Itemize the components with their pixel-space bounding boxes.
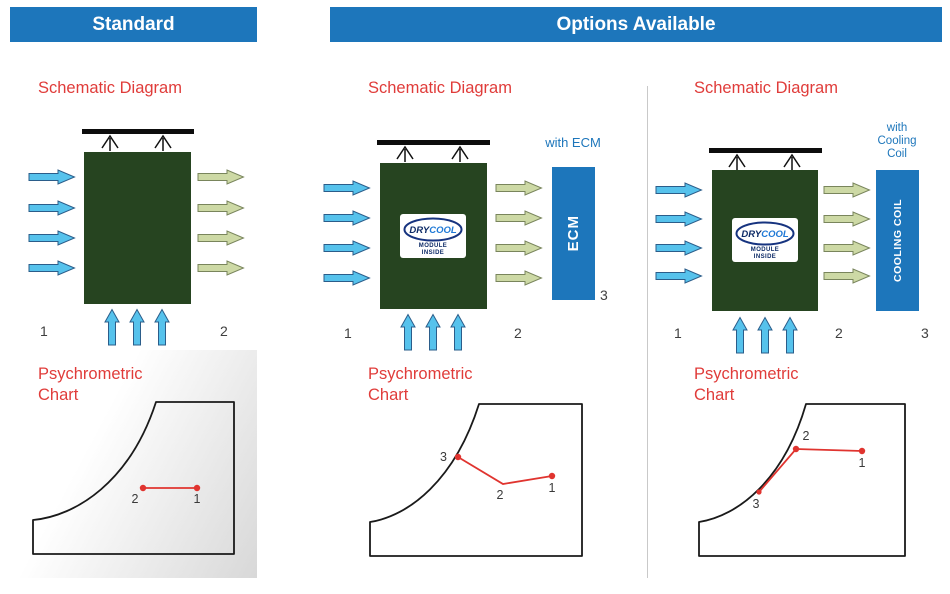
chart-point-label: 1 bbox=[859, 456, 866, 470]
outlet-arrow bbox=[197, 169, 245, 185]
chart-point-label: 2 bbox=[132, 492, 139, 506]
ecm-unit-label: ECM bbox=[565, 215, 582, 252]
bottom-inlet-arrow bbox=[425, 313, 441, 351]
psychrometric-chart: 2 1 bbox=[32, 401, 235, 555]
point-label-inlet: 1 bbox=[344, 325, 352, 341]
bottom-inlet-arrow bbox=[104, 308, 120, 346]
schematic-title: Schematic Diagram bbox=[38, 79, 182, 97]
ceiling-mount-bar bbox=[82, 129, 194, 134]
hanger-icon bbox=[725, 153, 749, 170]
inlet-arrow bbox=[323, 240, 371, 256]
point-label-unit-outlet: 3 bbox=[600, 287, 608, 303]
inlet-arrow bbox=[655, 268, 703, 284]
chart-point-label: 2 bbox=[497, 488, 504, 502]
inlet-arrow bbox=[28, 230, 76, 246]
chart-point-label: 3 bbox=[753, 497, 760, 511]
options-available-header: Options Available bbox=[330, 7, 942, 42]
schematic-title: Schematic Diagram bbox=[694, 79, 838, 97]
bottom-inlet-arrow bbox=[400, 313, 416, 351]
outlet-arrow bbox=[495, 180, 543, 196]
point-label-outlet: 2 bbox=[835, 325, 843, 341]
logo-module-text: MODULE bbox=[750, 247, 780, 253]
bottom-inlet-arrow bbox=[154, 308, 170, 346]
with-cooling-coil-caption: with Cooling Coil bbox=[877, 122, 917, 160]
cooling-coil-unit: COOLING COIL bbox=[876, 170, 919, 311]
outlet-arrow bbox=[197, 260, 245, 276]
bottom-inlet-arrow bbox=[757, 316, 773, 354]
logo-module-text: MODULE bbox=[418, 243, 448, 249]
outlet-arrow bbox=[197, 200, 245, 216]
outlet-arrow bbox=[823, 211, 871, 227]
chart-point-label: 1 bbox=[194, 492, 201, 506]
bottom-inlet-arrow bbox=[782, 316, 798, 354]
outlet-arrow bbox=[197, 230, 245, 246]
outlet-arrow bbox=[823, 268, 871, 284]
schematic-title: Schematic Diagram bbox=[368, 79, 512, 97]
drycool-logo-oval: DRYCOOL bbox=[735, 221, 795, 246]
air-handler-unit bbox=[84, 152, 191, 304]
outlet-arrow bbox=[823, 182, 871, 198]
point-label-unit-outlet: 3 bbox=[921, 325, 929, 341]
psychrometric-chart: 3 2 1 bbox=[698, 403, 906, 557]
ceiling-mount-bar bbox=[709, 148, 822, 153]
inlet-arrow bbox=[28, 200, 76, 216]
inlet-arrow bbox=[655, 182, 703, 198]
inlet-arrow bbox=[323, 210, 371, 226]
svg-text:DRYCOOL: DRYCOOL bbox=[409, 225, 457, 236]
chart-point-label: 1 bbox=[549, 481, 556, 495]
standard-header: Standard bbox=[10, 7, 257, 42]
inlet-arrow bbox=[323, 180, 371, 196]
inlet-arrow bbox=[28, 260, 76, 276]
chart-point-label: 2 bbox=[803, 429, 810, 443]
with-ecm-caption: with ECM bbox=[545, 135, 601, 150]
psychrometric-chart-title: Psychrometric Chart bbox=[38, 365, 143, 404]
psychrometric-chart-title: Psychrometric Chart bbox=[368, 365, 473, 404]
outlet-arrow bbox=[495, 270, 543, 286]
cooling-coil-unit-label: COOLING COIL bbox=[891, 199, 904, 282]
hanger-icon bbox=[151, 134, 175, 151]
point-label-inlet: 1 bbox=[674, 325, 682, 341]
drycool-logo-oval: DRYCOOL bbox=[403, 217, 463, 242]
drycool-logo: DRYCOOL MODULE INSIDE bbox=[732, 218, 798, 262]
inlet-arrow bbox=[655, 211, 703, 227]
bottom-inlet-arrow bbox=[129, 308, 145, 346]
outlet-arrow bbox=[823, 240, 871, 256]
logo-inside-text: INSIDE bbox=[421, 249, 445, 256]
hanger-icon bbox=[780, 153, 804, 170]
ecm-unit: ECM bbox=[552, 167, 595, 300]
bottom-inlet-arrow bbox=[732, 316, 748, 354]
inlet-arrow bbox=[655, 240, 703, 256]
hanger-icon bbox=[393, 145, 417, 162]
svg-text:DRYCOOL: DRYCOOL bbox=[741, 229, 789, 240]
psychrometric-chart-title: Psychrometric Chart bbox=[694, 365, 799, 404]
point-label-outlet: 2 bbox=[514, 325, 522, 341]
chart-point-label: 3 bbox=[440, 450, 447, 464]
panel-divider bbox=[647, 86, 648, 578]
point-label-outlet: 2 bbox=[220, 323, 228, 339]
point-label-inlet: 1 bbox=[40, 323, 48, 339]
drycool-logo: DRYCOOL MODULE INSIDE bbox=[400, 214, 466, 258]
hanger-icon bbox=[448, 145, 472, 162]
psychrometric-chart: 3 2 1 bbox=[369, 403, 583, 557]
inlet-arrow bbox=[28, 169, 76, 185]
ceiling-mount-bar bbox=[377, 140, 490, 145]
outlet-arrow bbox=[495, 240, 543, 256]
inlet-arrow bbox=[323, 270, 371, 286]
logo-inside-text: INSIDE bbox=[753, 253, 777, 260]
outlet-arrow bbox=[495, 210, 543, 226]
bottom-inlet-arrow bbox=[450, 313, 466, 351]
hanger-icon bbox=[98, 134, 122, 151]
chart-background bbox=[10, 350, 257, 578]
